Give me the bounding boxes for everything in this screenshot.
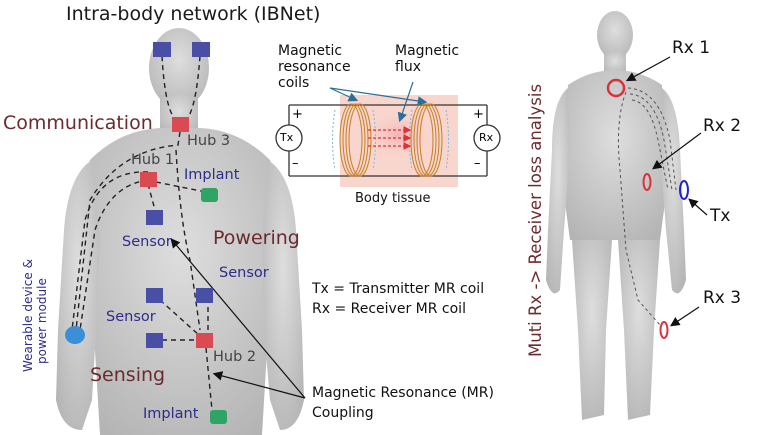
- coil-circuit: [288, 95, 488, 187]
- wearable-label-line1: Wearable device &: [21, 259, 35, 372]
- coils-label: Magnetic resonance coils: [278, 43, 351, 91]
- implant-node-thigh: [210, 410, 227, 424]
- right-body-paths: [617, 87, 677, 326]
- rx-definition: Rx = Receiver MR coil: [312, 301, 466, 317]
- tx-minus: –: [292, 156, 299, 171]
- flux-label-line2: flux: [395, 59, 421, 76]
- implant-label-thigh: Implant: [143, 406, 199, 422]
- function-label-powering: Powering: [213, 227, 300, 249]
- sensor-node-abdomen-tr: [196, 288, 213, 303]
- hub-node-2: [196, 333, 213, 348]
- rx1-ring: [606, 78, 626, 98]
- sensor-node-head-right: [192, 42, 210, 57]
- flux-label: Magnetic flux: [395, 43, 459, 75]
- rx-load-circle: [473, 124, 501, 152]
- hub-label-2: Hub 2: [213, 349, 257, 365]
- sensor-label-chest: Sensor: [122, 234, 172, 250]
- rx1-label: Rx 1: [672, 38, 711, 58]
- function-label-sensing: Sensing: [90, 364, 166, 386]
- figure-title: Intra-body network (IBNet): [66, 3, 321, 25]
- rx-load-label: Rx: [479, 131, 494, 144]
- coils-label-line2: resonance: [278, 59, 351, 76]
- sensor-label-mid: Sensor: [219, 265, 269, 281]
- sensor-node-head-left: [153, 42, 171, 57]
- implant-node-chest: [201, 188, 218, 202]
- right-vertical-title: Muti Rx -> Receiver loss analysis: [526, 83, 545, 357]
- field-lines: [332, 109, 449, 171]
- rx2-label: Rx 2: [703, 116, 742, 136]
- wearable-label-line2: power module: [34, 278, 49, 364]
- wearable-device-node: [65, 326, 85, 344]
- right-body-silhouette: [546, 11, 686, 420]
- wearable-label: Wearable device & power module: [21, 259, 50, 372]
- tx-ring: [679, 180, 689, 200]
- tx-coil: [339, 103, 372, 177]
- mr-coupling-label-line1: Magnetic Resonance (MR): [312, 385, 494, 401]
- mr-coupling-arrows: [170, 238, 306, 399]
- hub-label-3: Hub 3: [187, 133, 231, 149]
- sensor-node-abdomen-bl: [146, 333, 163, 348]
- right-pointers: [625, 56, 708, 327]
- tx-definition: Tx = Transmitter MR coil: [312, 281, 485, 297]
- hub-node-3: [172, 117, 189, 132]
- rx3-ring: [659, 321, 669, 339]
- right-vertical-title-text: Muti Rx -> Receiver loss analysis: [526, 83, 545, 357]
- sensor-node-abdomen-tl: [146, 288, 163, 303]
- flux-label-line1: Magnetic: [395, 43, 460, 59]
- rx-plus: +: [473, 107, 484, 122]
- hub-node-1: [140, 172, 157, 187]
- coils-label-line3: coils: [278, 75, 310, 92]
- rx2-ring: [642, 173, 652, 191]
- rx-minus: –: [474, 156, 481, 171]
- tx-source-circle: [275, 124, 303, 152]
- hub-label-1: Hub 1: [131, 152, 175, 168]
- flux-arrows: [368, 126, 412, 150]
- coil-label-pointers: [329, 81, 428, 123]
- implant-label-chest: Implant: [184, 167, 240, 183]
- coils-label-line1: Magnetic: [278, 43, 343, 59]
- tx-label-right: Tx: [710, 206, 731, 226]
- tx-source-label: Tx: [280, 131, 294, 144]
- sensor-label-abdomen: Sensor: [106, 309, 156, 325]
- sensor-node-chest: [146, 210, 163, 225]
- function-label-communication: Communication: [3, 112, 153, 134]
- body-tissue-label: Body tissue: [355, 191, 431, 206]
- left-body-silhouette: [56, 28, 304, 435]
- mr-coupling-label-line2: Coupling: [312, 405, 374, 421]
- rx3-label: Rx 3: [703, 288, 742, 308]
- tx-plus: +: [292, 107, 303, 122]
